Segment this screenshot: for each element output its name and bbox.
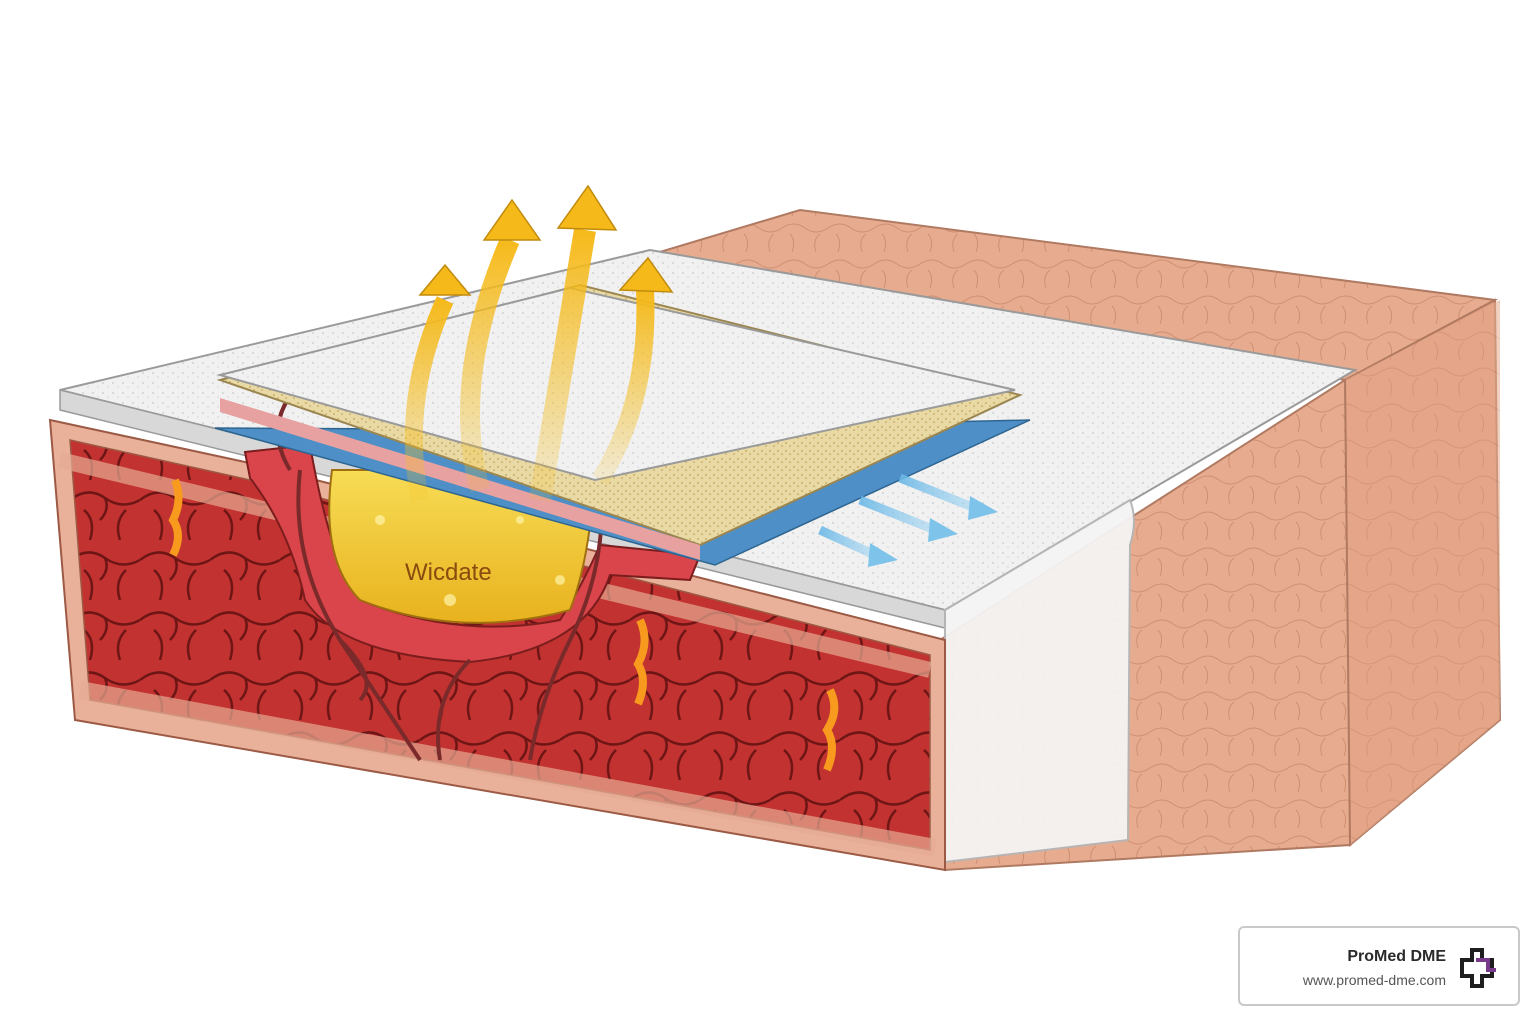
brand-watermark: ProMed DME www.promed-dme.com [1238, 926, 1520, 1006]
promed-cross-logo-icon [1460, 948, 1496, 988]
brand-url: www.promed-dme.com [1302, 972, 1446, 988]
skin-block [649, 208, 1502, 872]
brand-name: ProMed DME [1347, 948, 1446, 965]
evaporation-arrows [404, 184, 674, 502]
exudate-label: Wicdate [405, 559, 492, 586]
wicking-arrows [818, 473, 998, 567]
adhesive-film [944, 498, 1135, 864]
